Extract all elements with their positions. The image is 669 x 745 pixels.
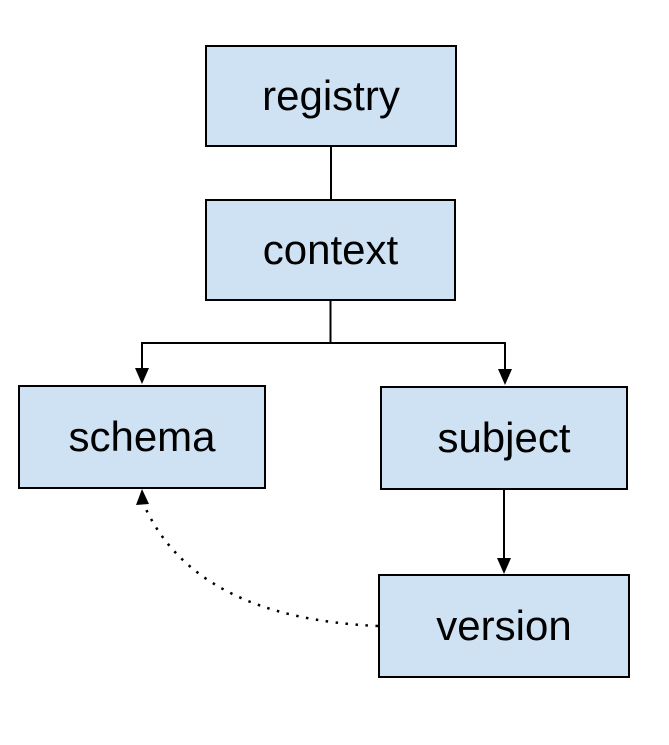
- edge-context-schema: [135, 301, 332, 384]
- edge-context-subject: [329, 301, 512, 385]
- arrowhead-icon: [136, 489, 149, 505]
- node-version: version: [378, 574, 630, 678]
- node-version-label: version: [436, 602, 572, 649]
- node-registry: registry: [205, 45, 457, 147]
- arrowhead-icon: [498, 369, 512, 385]
- node-context: context: [205, 199, 456, 301]
- node-schema: schema: [18, 385, 266, 489]
- edge-subject-version: [497, 490, 511, 574]
- arrowhead-icon: [135, 368, 149, 384]
- edge-version-schema-dotted: [136, 489, 379, 628]
- node-subject: subject: [380, 386, 628, 490]
- node-subject-label: subject: [437, 414, 571, 461]
- node-schema-label: schema: [68, 413, 216, 460]
- node-context-label: context: [262, 226, 399, 273]
- arrowhead-icon: [497, 558, 511, 574]
- node-registry-label: registry: [262, 72, 400, 119]
